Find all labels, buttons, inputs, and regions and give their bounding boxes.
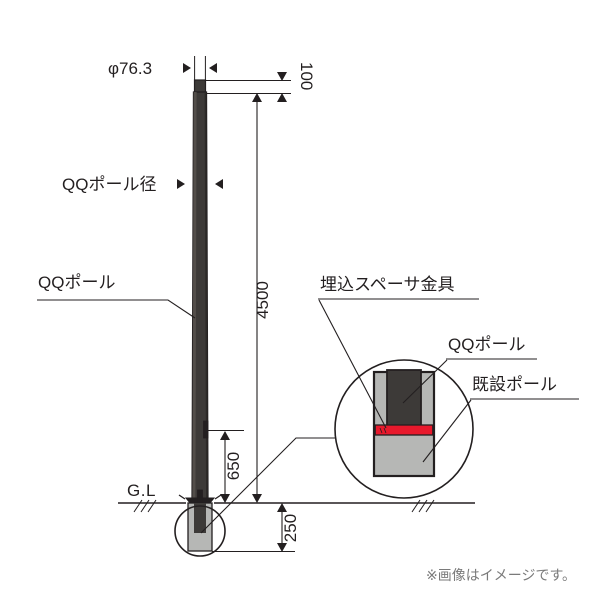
- dimension-250-group: [212, 503, 295, 552]
- image-disclaimer-note: ※画像はイメージです。: [426, 567, 576, 583]
- pole-bracket-tab: [203, 420, 209, 439]
- spacer-fitting-leader-line: [318, 299, 387, 429]
- dimension-4500-label: 4500: [253, 281, 272, 319]
- existing-pole-leader-line: [422, 399, 472, 463]
- dimension-100-label: 100: [297, 62, 316, 90]
- diameter-arrow-pair: [183, 56, 217, 82]
- dimension-250-label: 250: [281, 514, 300, 542]
- buried-existing-pole-sleeve: [187, 502, 213, 552]
- qq-pole-leader-line: [37, 299, 196, 319]
- qq-pole-body: [191, 91, 209, 509]
- detail-qq-pole-label: QQポール: [448, 335, 525, 354]
- dimension-4500-group: [252, 96, 262, 503]
- qq-pole-label: QQポール: [38, 273, 115, 292]
- detail-source-marker-circle: [174, 505, 226, 557]
- existing-pole-label: 既設ポール: [472, 375, 557, 394]
- diameter-label: φ76.3: [108, 59, 152, 78]
- embedded-spacer-detail-circle: [334, 359, 474, 499]
- pole-top-cap: [193, 79, 207, 94]
- detail-callout-connector: [200, 437, 336, 534]
- dimension-650-group: [208, 430, 244, 503]
- dimension-100-group: [206, 72, 291, 102]
- ground-line: [118, 499, 475, 513]
- qq-pole-diameter-arrows: [177, 179, 223, 189]
- pole-base-flange: [178, 489, 222, 504]
- detail-qq-pole-leader-line: [402, 359, 448, 404]
- ground-level-label: G.L: [127, 481, 156, 500]
- spacer-fitting-label: 埋込スペーサ金具: [320, 275, 454, 294]
- dimension-650-label: 650: [224, 452, 243, 480]
- qq-pole-diameter-label: QQポール径: [62, 175, 156, 194]
